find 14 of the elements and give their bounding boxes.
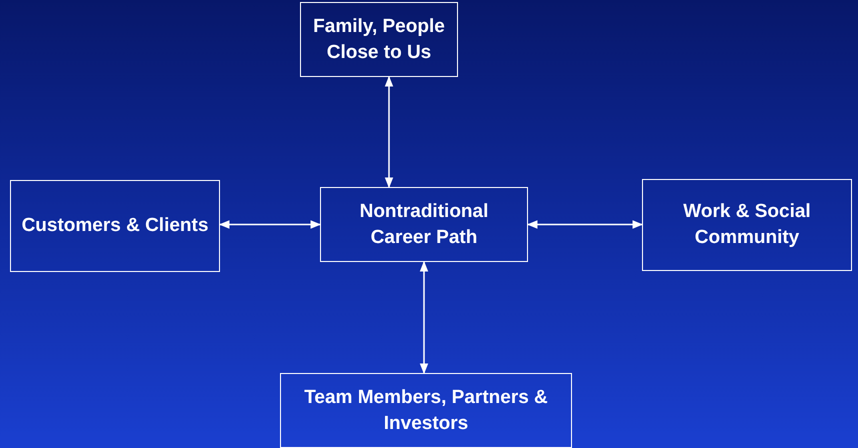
text-box [280, 373, 572, 448]
box-label: Customers & Clients [22, 214, 208, 238]
double-arrow [526, 220, 644, 229]
text-box [300, 2, 458, 77]
text-box [320, 187, 528, 262]
box-label: Nontraditional Career Path [358, 200, 490, 250]
box-label: Work & Social Community [682, 200, 812, 250]
double-arrow [420, 260, 428, 374]
box-label: Team Members, Partners & Investors [303, 386, 549, 436]
box-label: Family, People Close to Us [312, 14, 446, 64]
double-arrow [218, 220, 322, 229]
text-box [642, 179, 852, 271]
double-arrow [384, 76, 394, 188]
text-box [10, 180, 220, 272]
